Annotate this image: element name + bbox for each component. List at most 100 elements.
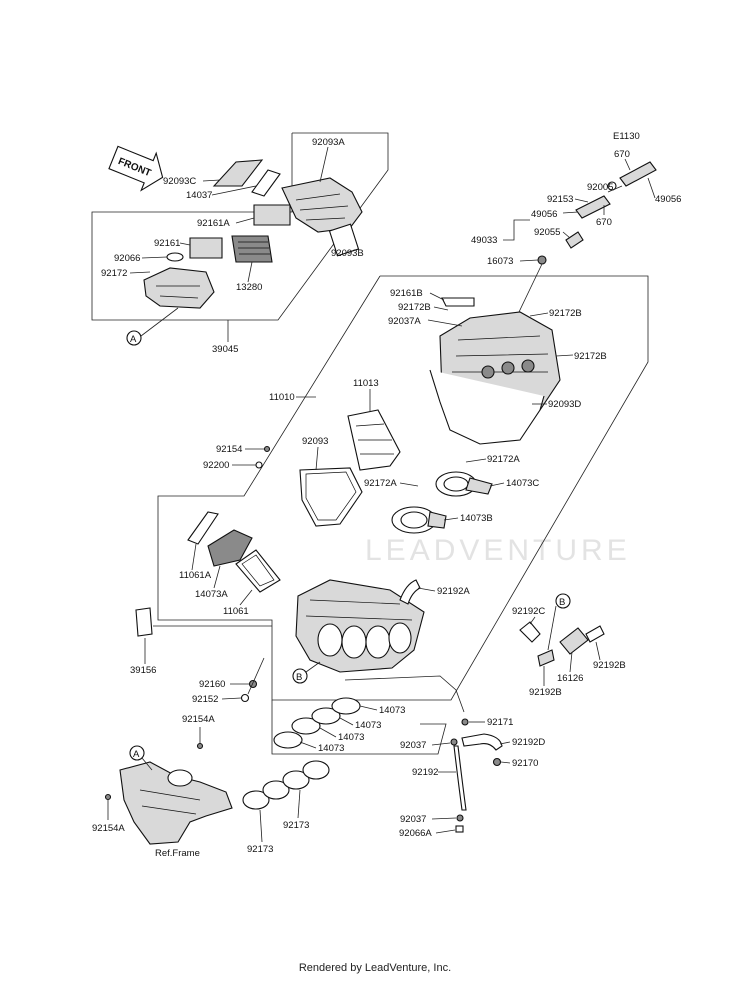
label-ref-frame: Ref.Frame xyxy=(155,848,200,859)
label-14073-1: 14073 xyxy=(379,705,405,716)
label-92037-lower: 92037 xyxy=(400,814,426,825)
label-92093: 92093 xyxy=(302,436,328,447)
label-92161A: 92161A xyxy=(197,218,230,229)
label-92066A: 92066A xyxy=(399,828,432,839)
callout-a-bottom xyxy=(129,745,145,761)
air-duct-assembly-group xyxy=(91,132,389,321)
label-92172B-right1: 92172B xyxy=(549,308,582,319)
grid-13280 xyxy=(231,235,273,263)
frame-ref xyxy=(119,761,233,845)
label-92093B: 92093B xyxy=(331,248,364,259)
hose-92192D xyxy=(461,733,503,751)
lower-airbox xyxy=(295,579,425,673)
label-92055: 92055 xyxy=(534,227,560,238)
front-arrow-icon: FRONT xyxy=(108,145,164,192)
duct-14073A xyxy=(207,529,253,567)
lower-duct xyxy=(143,267,215,309)
label-92066: 92066 xyxy=(114,253,140,264)
callout-b-main-label: B xyxy=(296,672,302,683)
label-92153: 92153 xyxy=(547,194,573,205)
cap-92066 xyxy=(166,252,184,262)
air-filter-element xyxy=(347,409,401,471)
screw-92154 xyxy=(263,445,271,453)
label-92161: 92161 xyxy=(154,238,180,249)
funnel-14073B xyxy=(391,506,447,534)
grommet-92160 xyxy=(248,679,258,689)
label-92173-right: 92173 xyxy=(283,820,309,831)
label-11061A: 11061A xyxy=(179,570,212,581)
label-14037: 14037 xyxy=(186,190,212,201)
label-14073-3: 14073 xyxy=(338,732,364,743)
screw-92154A-upper xyxy=(196,742,204,750)
label-92160: 92160 xyxy=(199,679,225,690)
label-92192B-right: 92192B xyxy=(593,660,626,671)
filter-pad-92161A xyxy=(253,204,291,226)
hose-92192A xyxy=(399,579,421,605)
label-11010: 11010 xyxy=(269,392,295,403)
label-92170: 92170 xyxy=(512,758,538,769)
label-92192A: 92192A xyxy=(437,586,470,597)
hose-49056-right xyxy=(619,161,657,187)
filter-92161B xyxy=(441,297,475,307)
valve-body xyxy=(575,195,611,219)
duct-shield xyxy=(251,169,281,197)
label-92154A-upper: 92154A xyxy=(182,714,215,725)
plug-16073 xyxy=(537,255,547,265)
cap-92066A xyxy=(455,825,464,833)
duct-cover-14037 xyxy=(212,159,264,187)
label-92005: 92005 xyxy=(587,182,613,193)
label-92161B: 92161B xyxy=(390,288,423,299)
label-39156: 39156 xyxy=(130,665,156,676)
breather-group xyxy=(519,621,605,667)
label-14073A: 14073A xyxy=(195,589,228,600)
callout-a-top xyxy=(126,330,142,346)
collar-92152 xyxy=(240,693,250,703)
filter-pad-92161 xyxy=(189,237,223,259)
label-14073C: 14073C xyxy=(506,478,539,489)
clamp-92037-lower xyxy=(456,814,464,822)
label-14073B: 14073B xyxy=(460,513,493,524)
label-92154: 92154 xyxy=(216,444,242,455)
label-92172B-right2: 92172B xyxy=(574,351,607,362)
callout-b-right-label: B xyxy=(559,597,565,608)
label-92037A: 92037A xyxy=(388,316,421,327)
washer-92200 xyxy=(255,461,263,469)
label-92037-upper: 92037 xyxy=(400,740,426,751)
label-92192B-left: 92192B xyxy=(529,687,562,698)
label-92152: 92152 xyxy=(192,694,218,705)
vent-valve-group xyxy=(537,161,657,265)
label-49056-left: 49056 xyxy=(531,209,557,220)
intake-boots xyxy=(273,697,361,749)
label-11061: 11061 xyxy=(223,606,249,617)
seal-11061A xyxy=(187,511,219,545)
label-49056-right: 49056 xyxy=(655,194,681,205)
label-92200: 92200 xyxy=(203,460,229,471)
label-92172B-left: 92172B xyxy=(398,302,431,313)
gasket-92093B xyxy=(328,223,360,257)
airbox-assembly-outline xyxy=(157,275,649,701)
label-39045: 39045 xyxy=(212,344,238,355)
label-14073-4: 14073 xyxy=(318,743,344,754)
screw-92154A-lower xyxy=(104,793,112,801)
hose-92192 xyxy=(453,745,467,811)
label-92173-left: 92173 xyxy=(247,844,273,855)
label-92093C: 92093C xyxy=(163,176,196,187)
callout-a-bottom-label: A xyxy=(133,749,140,760)
label-14073-2: 14073 xyxy=(355,720,381,731)
label-92093A: 92093A xyxy=(312,137,345,148)
clamp-92171 xyxy=(461,718,469,726)
hose-route xyxy=(344,675,465,713)
clip-92170 xyxy=(492,757,502,767)
label-92192D: 92192D xyxy=(512,737,545,748)
callout-a-top-label: A xyxy=(130,334,137,345)
label-13280: 13280 xyxy=(236,282,262,293)
callout-b-main xyxy=(292,668,308,684)
joint-92055 xyxy=(565,231,584,249)
label-92171: 92171 xyxy=(487,717,513,728)
label-92172A-left: 92172A xyxy=(364,478,397,489)
label-670-top: 670 xyxy=(614,149,630,160)
clamp-92037-upper xyxy=(450,738,458,746)
upper-airbox-housing xyxy=(429,297,561,445)
label-16126: 16126 xyxy=(557,673,583,684)
